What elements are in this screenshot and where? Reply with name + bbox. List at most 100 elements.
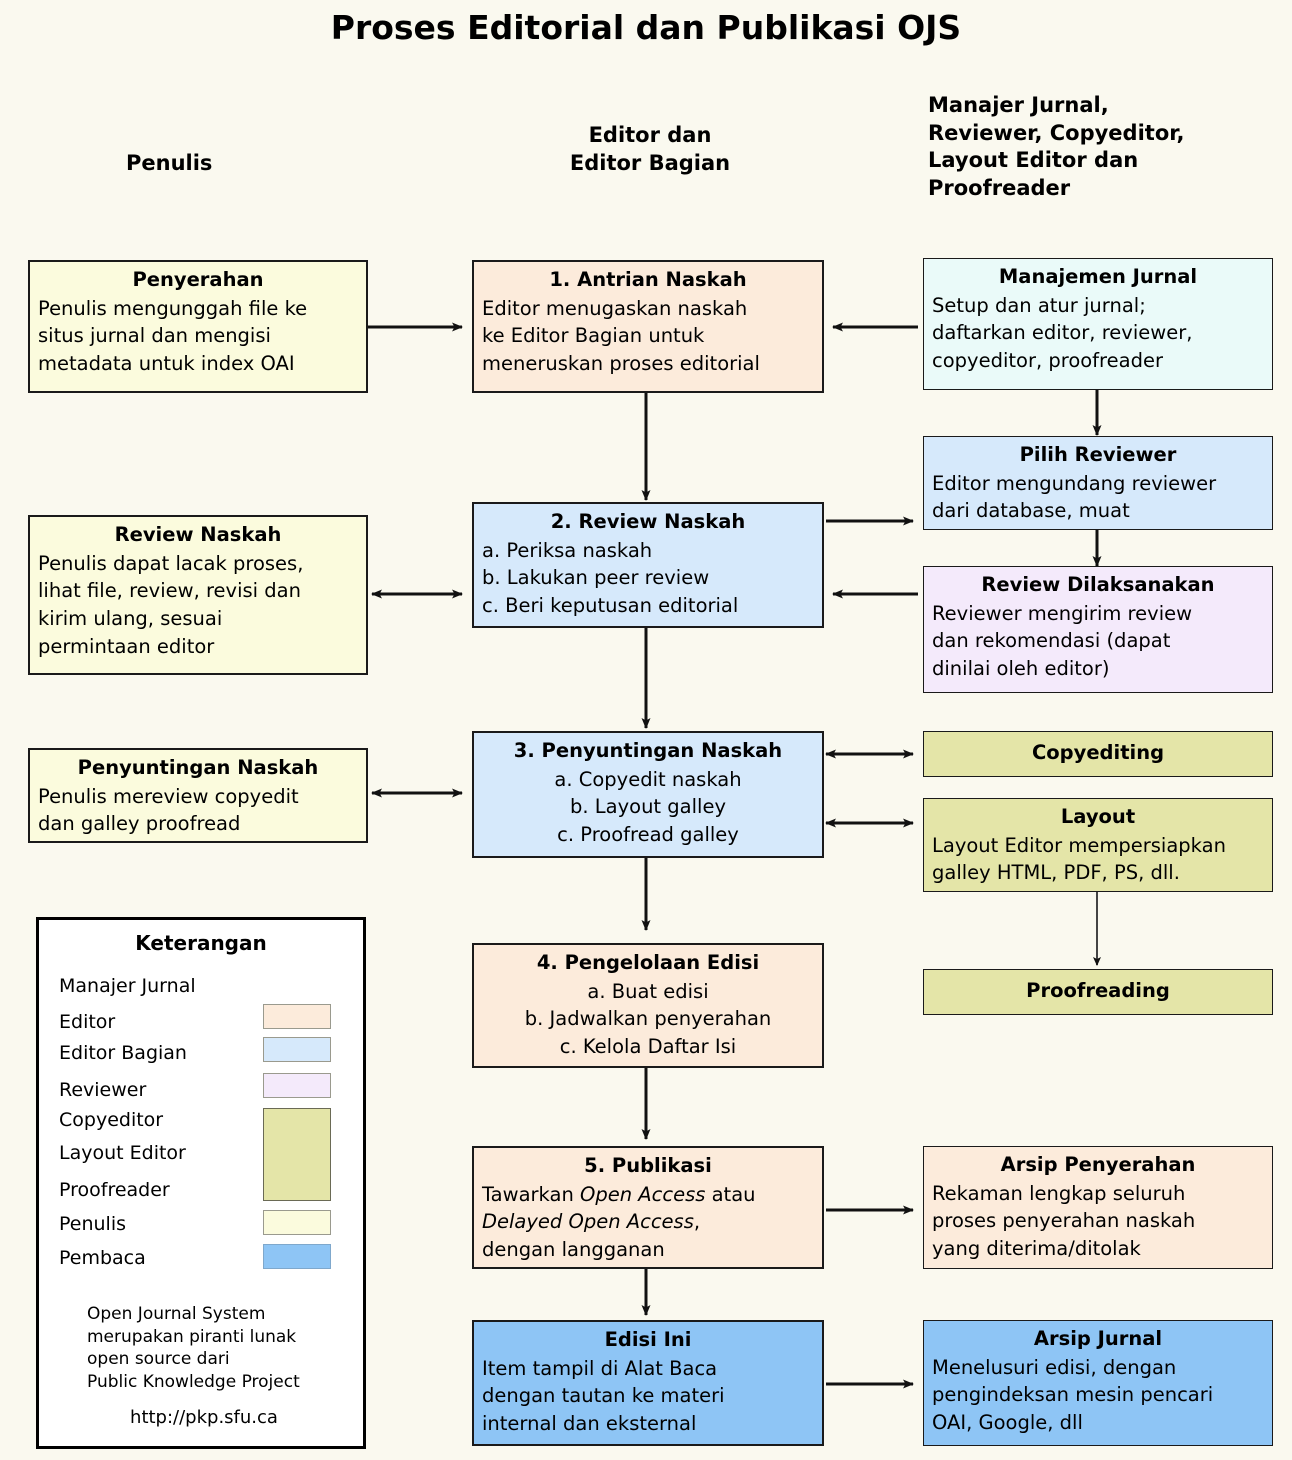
legend-row-reviewer: Reviewer (59, 1079, 147, 1101)
box-edisi-ini-line-3: internal dan eksternal (482, 1412, 697, 1436)
legend-swatch-penulis (263, 1210, 331, 1235)
box-proofreading-title: Proofreading (1026, 979, 1170, 1003)
legend-row-copyeditor: Copyeditor (59, 1109, 164, 1131)
column-header-others-line2: Reviewer, Copyeditor, (928, 120, 1185, 145)
box-layout[interactable]: Layout Layout Editor mempersiapkan galle… (923, 798, 1273, 892)
box-antrian-naskah[interactable]: 1. Antrian Naskah Editor menugaskan nask… (472, 260, 824, 393)
box-review-naskah-penulis-line-4: permintaan editor (38, 634, 215, 658)
box-publikasi-title: 5. Publikasi (584, 1154, 712, 1177)
box-publikasi-l2-b: , (693, 1210, 701, 1234)
legend-note-line-4: Public Knowledge Project (87, 1371, 300, 1392)
box-penyuntingan-naskah[interactable]: 3. Penyuntingan Naskah a. Copyedit naska… (472, 731, 824, 858)
box-manajemen-jurnal-line-3: copyeditor, proofreader (932, 349, 1163, 373)
box-arsip-penyerahan[interactable]: Arsip Penyerahan Rekaman lengkap seluruh… (923, 1146, 1273, 1269)
column-header-editor: Editor dan Editor Bagian (520, 122, 780, 177)
box-review-dilaksanakan-line-3: dinilai oleh editor) (932, 657, 1110, 681)
box-arsip-jurnal[interactable]: Arsip Jurnal Menelusuri edisi, dengan pe… (923, 1320, 1273, 1446)
box-arsip-jurnal-title: Arsip Jurnal (1033, 1327, 1163, 1350)
legend-row-editor-bagian: Editor Bagian (59, 1042, 187, 1064)
legend-row-editor: Editor (59, 1011, 116, 1033)
box-publikasi-l1-c: atau (705, 1182, 756, 1206)
legend-title: Keterangan (135, 931, 267, 955)
box-review-naskah-line-2: b. Lakukan peer review (482, 566, 710, 590)
box-antrian-naskah-line-1: Editor menugaskan naskah (482, 296, 748, 320)
box-review-dilaksanakan-line-2: dan rekomendasi (dapat (932, 629, 1171, 653)
legend-swatch-pembaca (263, 1244, 331, 1269)
box-review-naskah-line-3: c. Beri keputusan editorial (482, 594, 739, 618)
box-penyuntingan-naskah-line-1: a. Copyedit naskah (554, 767, 742, 791)
box-pilih-reviewer-title: Pilih Reviewer (1019, 443, 1177, 466)
box-penyerahan-line-2: situs jurnal dan mengisi (38, 324, 271, 348)
box-publikasi-l2-a: Delayed Open Access (482, 1210, 694, 1234)
box-penyuntingan-naskah-penulis-line-2: dan galley proofread (38, 812, 241, 836)
box-edisi-ini-line-2: dengan tautan ke materi (482, 1384, 725, 1408)
box-review-naskah-penulis[interactable]: Review Naskah Penulis dapat lacak proses… (28, 515, 368, 675)
box-review-dilaksanakan[interactable]: Review Dilaksanakan Reviewer mengirim re… (923, 566, 1273, 693)
box-pengelolaan-edisi-title: 4. Pengelolaan Edisi (536, 951, 760, 974)
box-arsip-jurnal-line-1: Menelusuri edisi, dengan (932, 1355, 1177, 1379)
box-pilih-reviewer-line-1: Editor mengundang reviewer (932, 471, 1217, 495)
box-review-naskah[interactable]: 2. Review Naskah a. Periksa naskah b. La… (472, 502, 824, 628)
legend-swatch-copyeditor-layout-proofreader (263, 1108, 331, 1201)
box-manajemen-jurnal-title: Manajemen Jurnal (998, 265, 1198, 288)
legend-url[interactable]: http://pkp.sfu.ca (130, 1407, 278, 1428)
box-pengelolaan-edisi[interactable]: 4. Pengelolaan Edisi a. Buat edisi b. Ja… (472, 943, 824, 1068)
box-penyerahan-line-1: Penulis mengunggah file ke (38, 296, 308, 320)
box-publikasi-line-1: Tawarkan Open Access atau (482, 1181, 814, 1209)
box-publikasi-line-3: dengan langganan (482, 1238, 665, 1262)
box-review-naskah-line-1: a. Periksa naskah (482, 538, 653, 562)
box-layout-line-2: galley HTML, PDF, PS, dll. (932, 861, 1180, 885)
box-edisi-ini[interactable]: Edisi Ini Item tampil di Alat Baca denga… (472, 1320, 824, 1446)
column-header-editor-line2: Editor Bagian (569, 150, 731, 175)
legend-row-proofreader: Proofreader (59, 1179, 170, 1201)
box-proofreading[interactable]: Proofreading (923, 969, 1273, 1015)
box-penyerahan-line-3: metadata untuk index OAI (38, 352, 295, 376)
box-arsip-jurnal-line-2: pengindeksan mesin pencari (932, 1383, 1214, 1407)
page-title: Proses Editorial dan Publikasi OJS (330, 8, 962, 47)
box-penyuntingan-naskah-penulis[interactable]: Penyuntingan Naskah Penulis mereview cop… (28, 748, 368, 843)
box-antrian-naskah-line-2: ke Editor Bagian untuk (482, 324, 705, 348)
legend-swatch-editor-bagian (263, 1037, 331, 1062)
legend-swatch-reviewer (263, 1073, 331, 1098)
box-publikasi-line-2: Delayed Open Access, (482, 1208, 814, 1236)
box-publikasi-l1-b: Open Access (580, 1182, 706, 1206)
box-penyerahan[interactable]: Penyerahan Penulis mengunggah file ke si… (28, 260, 368, 393)
box-review-dilaksanakan-title: Review Dilaksanakan (981, 573, 1215, 596)
box-copyediting-title: Copyediting (1031, 741, 1165, 765)
box-layout-line-1: Layout Editor mempersiapkan (932, 833, 1226, 857)
legend-note-line-1: Open Journal System (87, 1304, 266, 1324)
legend-row-penulis: Penulis (59, 1213, 127, 1235)
box-pengelolaan-edisi-line-2: b. Jadwalkan penyerahan (524, 1007, 772, 1031)
column-header-editor-line1: Editor dan (588, 123, 712, 147)
box-manajemen-jurnal-line-2: daftarkan editor, reviewer, (932, 321, 1193, 345)
box-pengelolaan-edisi-line-1: a. Buat edisi (587, 979, 709, 1003)
box-arsip-penyerahan-line-1: Rekaman lengkap seluruh (932, 1181, 1186, 1205)
box-manajemen-jurnal[interactable]: Manajemen Jurnal Setup dan atur jurnal; … (923, 258, 1273, 390)
box-publikasi-l1-a: Tawarkan (482, 1182, 581, 1206)
legend-panel: Keterangan Manajer Jurnal Editor Editor … (36, 917, 366, 1449)
box-penyuntingan-naskah-penulis-line-1: Penulis mereview copyedit (38, 784, 299, 808)
box-layout-title: Layout (1060, 805, 1136, 828)
column-header-others-line1: Manajer Jurnal, (928, 93, 1109, 117)
box-edisi-ini-title: Edisi Ini (604, 1328, 692, 1351)
box-penyuntingan-naskah-line-2: b. Layout galley (570, 795, 726, 819)
legend-note: Open Journal System merupakan piranti lu… (87, 1303, 300, 1393)
box-pilih-reviewer[interactable]: Pilih Reviewer Editor mengundang reviewe… (923, 436, 1273, 530)
column-header-penulis: Penulis (126, 150, 212, 178)
box-edisi-ini-line-1: Item tampil di Alat Baca (482, 1356, 718, 1380)
legend-note-line-2: merupakan piranti lunak (87, 1326, 297, 1347)
box-review-dilaksanakan-line-1: Reviewer mengirim review (932, 601, 1193, 625)
box-pilih-reviewer-line-2: dari database, muat (932, 499, 1130, 523)
box-review-naskah-penulis-line-3: kirim ulang, sesuai (38, 607, 223, 631)
box-arsip-penyerahan-title: Arsip Penyerahan (1000, 1153, 1196, 1176)
box-review-naskah-penulis-line-2: lihat file, review, revisi dan (38, 579, 301, 603)
legend-row-layout-editor: Layout Editor (59, 1142, 186, 1164)
box-manajemen-jurnal-line-1: Setup dan atur jurnal; (932, 293, 1146, 317)
box-penyuntingan-naskah-title: 3. Penyuntingan Naskah (513, 739, 783, 762)
box-copyediting[interactable]: Copyediting (923, 731, 1273, 777)
box-penyerahan-title: Penyerahan (132, 268, 264, 291)
box-publikasi[interactable]: 5. Publikasi Tawarkan Open Access atau D… (472, 1146, 824, 1269)
box-penyuntingan-naskah-line-3: c. Proofread galley (557, 823, 739, 847)
column-header-others-line4: Proofreader (928, 176, 1071, 201)
